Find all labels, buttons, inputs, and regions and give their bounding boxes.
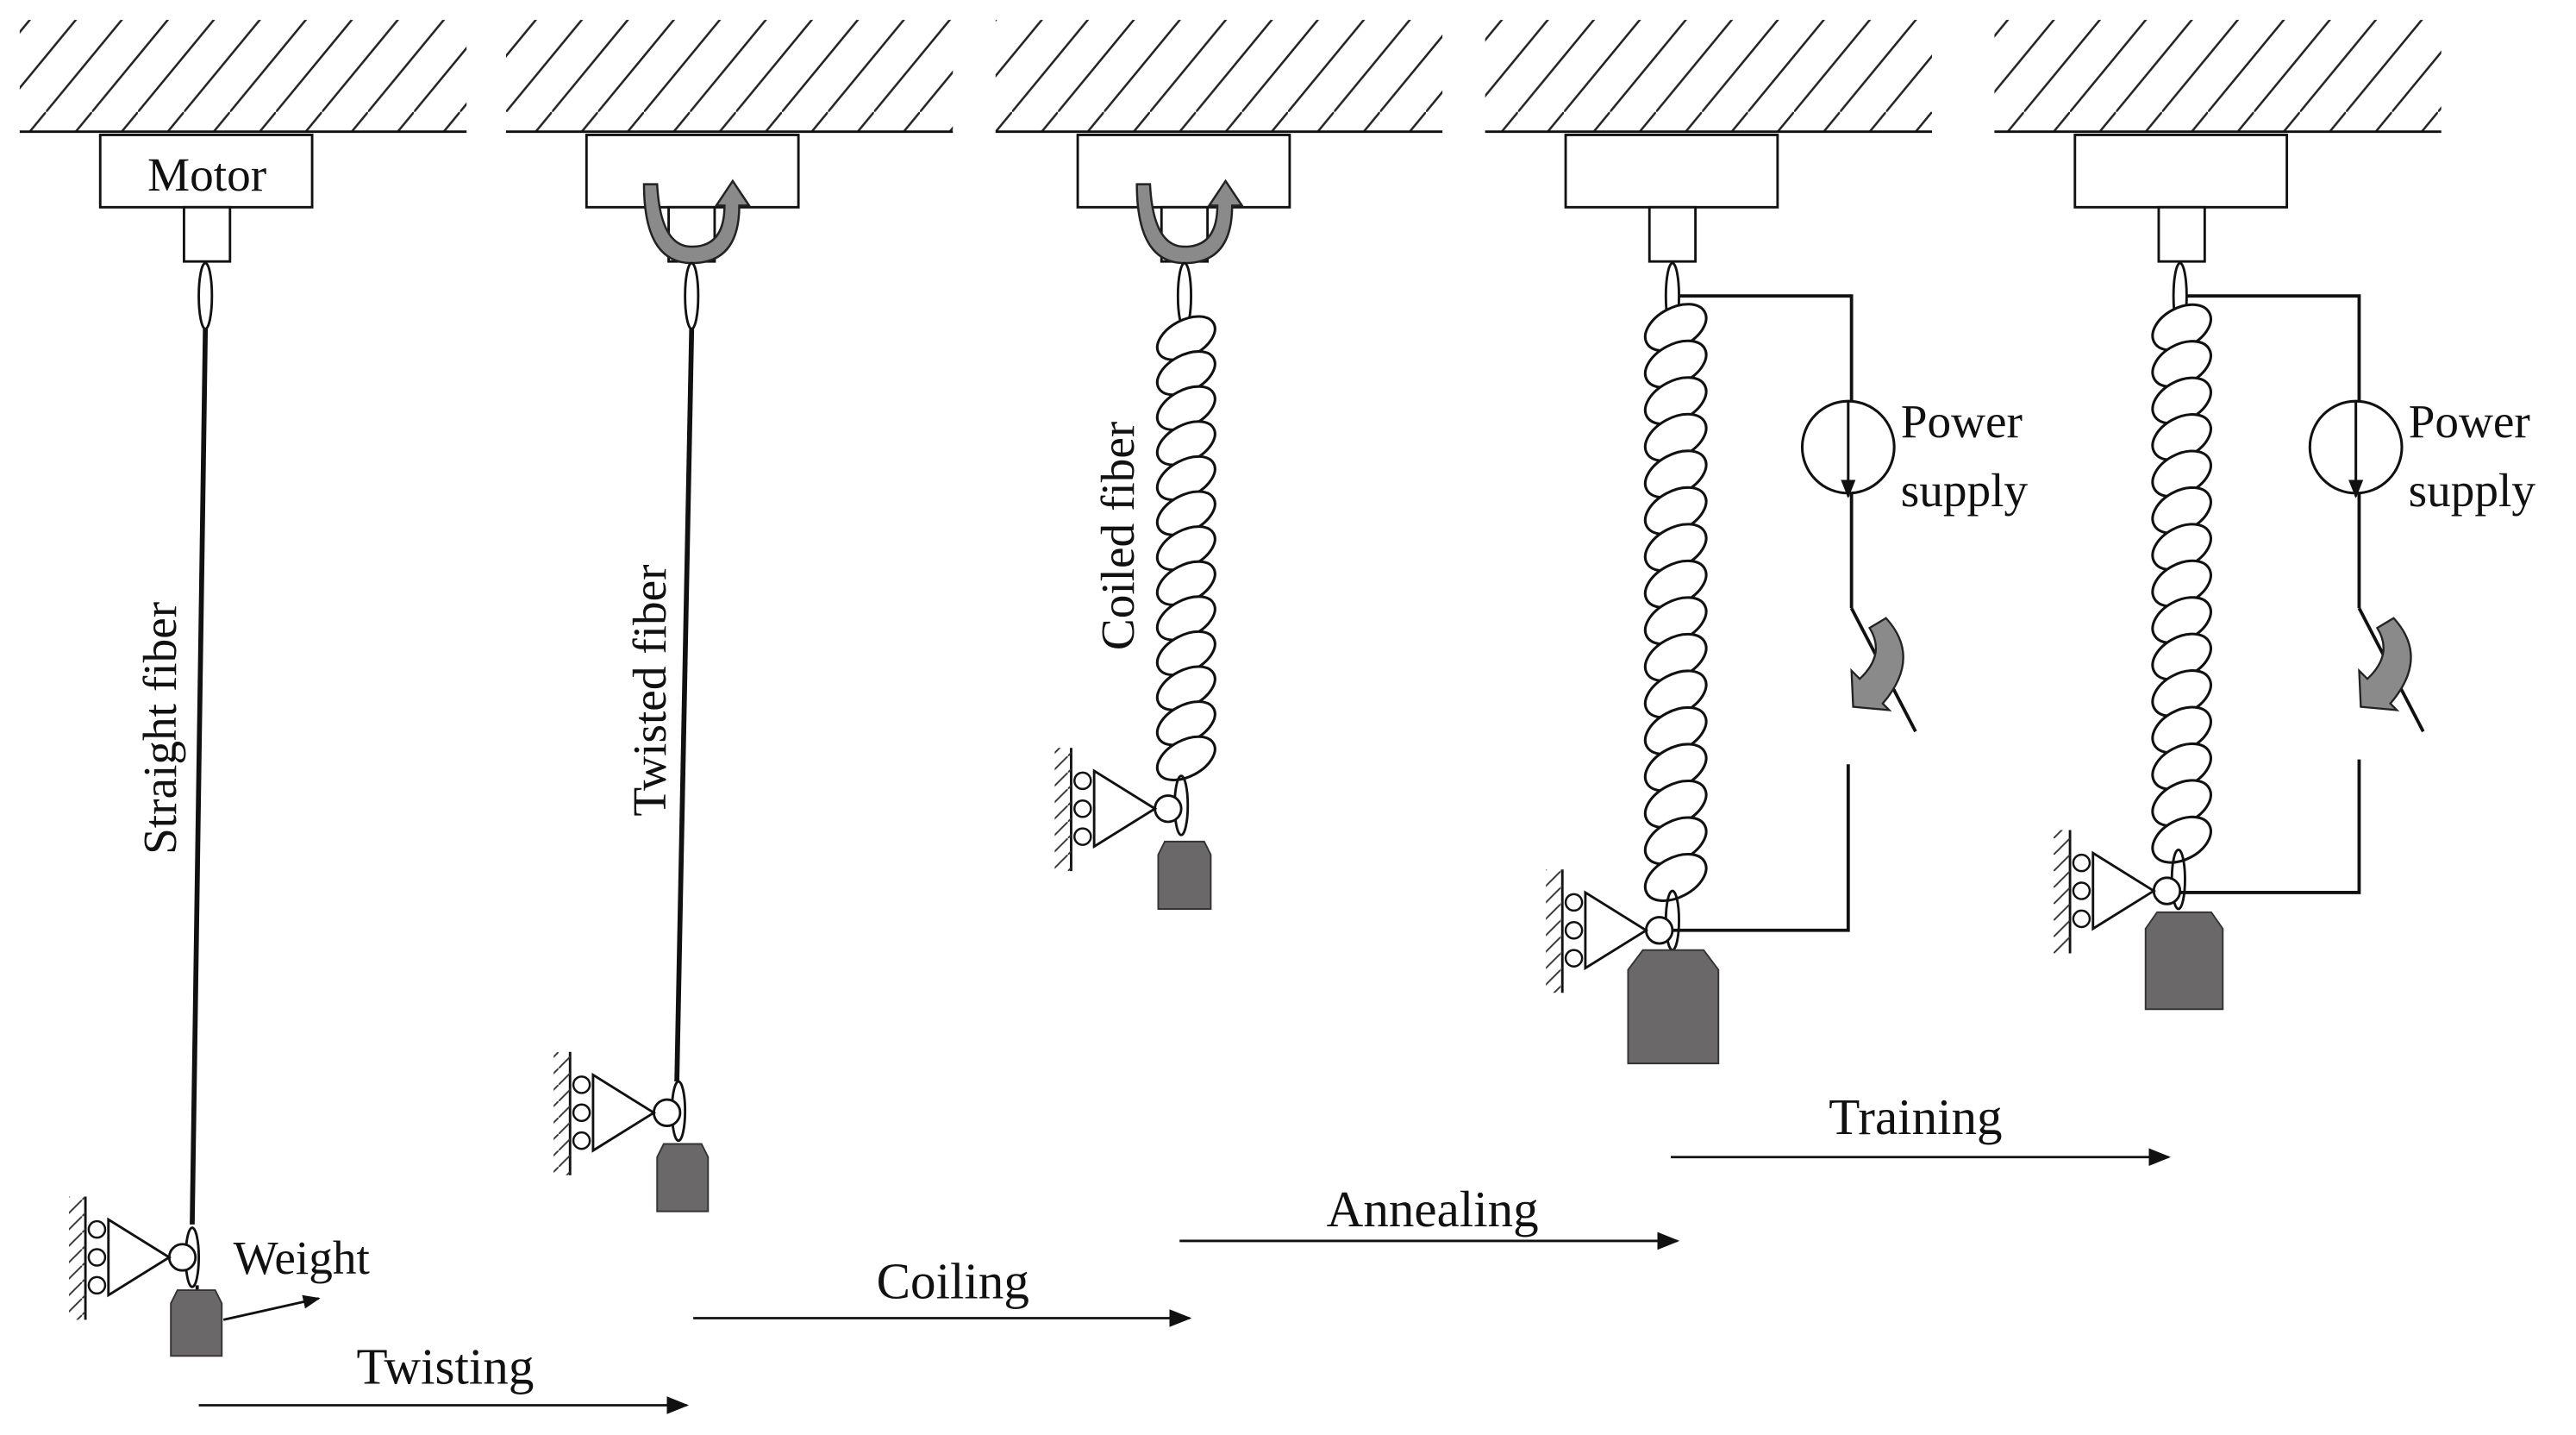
- weight-label: Weight: [234, 1231, 371, 1284]
- motor-box: [2073, 134, 2289, 209]
- process-steps: Twisting Coiling Annealing Training: [198, 1088, 2171, 1414]
- step-label-twisting: Twisting: [356, 1338, 534, 1395]
- clamp-ring: [684, 261, 700, 330]
- stage-twisted: Twisted fiber: [505, 20, 953, 1213]
- power-supply-2-line1: Power: [2409, 395, 2530, 448]
- weight-block: [1627, 949, 1720, 1065]
- rotation-arrow-icon: [1135, 179, 1244, 265]
- switch-rotate-arrow-icon: [1850, 617, 1904, 711]
- wall-hatch: [553, 1051, 571, 1175]
- roller: [572, 1103, 591, 1123]
- twisted-fiber: [674, 329, 695, 1082]
- coiled-fiber: [1155, 315, 1216, 782]
- pin-joint: [1154, 794, 1183, 824]
- wall-hatch: [1054, 748, 1072, 872]
- clamp-ring: [197, 261, 214, 330]
- roller: [2072, 909, 2091, 929]
- roller-support: [591, 1072, 657, 1153]
- pin-joint: [2152, 876, 2182, 905]
- ceiling-hatch: [19, 20, 467, 134]
- step-label-coiling: Coiling: [877, 1253, 1029, 1310]
- roller-support: [1092, 768, 1158, 849]
- wall-hatch: [69, 1196, 86, 1320]
- roller: [87, 1275, 107, 1295]
- roller: [572, 1131, 591, 1150]
- wall-hatch: [2054, 830, 2071, 954]
- heating-circuit: [1672, 294, 1917, 932]
- switch-rotate-arrow-icon: [2358, 617, 2412, 711]
- roller: [2072, 853, 2091, 873]
- roller: [1073, 771, 1092, 791]
- step-label-training: Training: [1829, 1088, 2002, 1145]
- pin-joint: [1644, 916, 1674, 945]
- power-supply-1-line2: supply: [1901, 464, 2029, 517]
- roller: [1564, 949, 1584, 968]
- ceiling-hatch: [995, 20, 1443, 134]
- weight-block: [170, 1289, 223, 1357]
- roller: [1073, 799, 1092, 818]
- straight-fiber-label: Straight fiber: [134, 602, 186, 855]
- twisted-fiber-label: Twisted fiber: [623, 564, 676, 816]
- motor-shaft: [2157, 205, 2206, 263]
- stage-coiled: Coiled fiber: [995, 20, 1443, 910]
- straight-fiber: [190, 329, 209, 1225]
- weight-block: [656, 1143, 710, 1213]
- motor-label: Motor: [147, 148, 266, 201]
- coil-loop: [2151, 815, 2212, 864]
- ceiling-hatch: [1485, 20, 1932, 134]
- roller: [1564, 893, 1584, 912]
- motor-box: [1564, 134, 1779, 209]
- motor-box: [1076, 134, 1291, 209]
- weight-block: [2144, 911, 2224, 1011]
- pin-joint: [167, 1243, 197, 1272]
- stage-training: Power supply: [1994, 20, 2536, 1011]
- pin-joint: [653, 1098, 682, 1127]
- coiled-fiber-label: Coiled fiber: [1091, 422, 1144, 650]
- roller-support: [2091, 850, 2156, 931]
- roller-support: [107, 1217, 172, 1298]
- ceiling-hatch: [1994, 20, 2442, 134]
- ceiling-hatch: [505, 20, 953, 134]
- coil-loop: [1155, 735, 1216, 782]
- coiled-fiber: [1643, 303, 1708, 903]
- roller: [87, 1248, 107, 1267]
- weight-block: [1157, 840, 1212, 910]
- wall-hatch: [1546, 869, 1563, 993]
- roller: [1564, 921, 1584, 940]
- roller-support: [1584, 890, 1649, 971]
- heating-circuit: [2179, 294, 2425, 894]
- rotation-arrow-icon: [642, 179, 752, 265]
- weight-pointer-arrow: [222, 1294, 321, 1321]
- roller: [87, 1219, 107, 1239]
- coil-loop: [1643, 852, 1708, 903]
- stage-straight: Motor Weight Straight fiber: [19, 20, 467, 1357]
- motor-box: [585, 134, 800, 209]
- motor-shaft: [1648, 205, 1698, 263]
- stage-annealing: Power supply: [1485, 20, 2029, 1065]
- step-label-annealing: Annealing: [1327, 1181, 1539, 1238]
- roller: [572, 1075, 591, 1094]
- motor-shaft: [182, 205, 232, 263]
- coiled-fiber: [2151, 303, 2212, 864]
- roller: [2072, 881, 2091, 900]
- power-supply-2-line2: supply: [2409, 464, 2536, 517]
- roller: [1073, 827, 1092, 846]
- power-supply-1-line1: Power: [1901, 395, 2023, 448]
